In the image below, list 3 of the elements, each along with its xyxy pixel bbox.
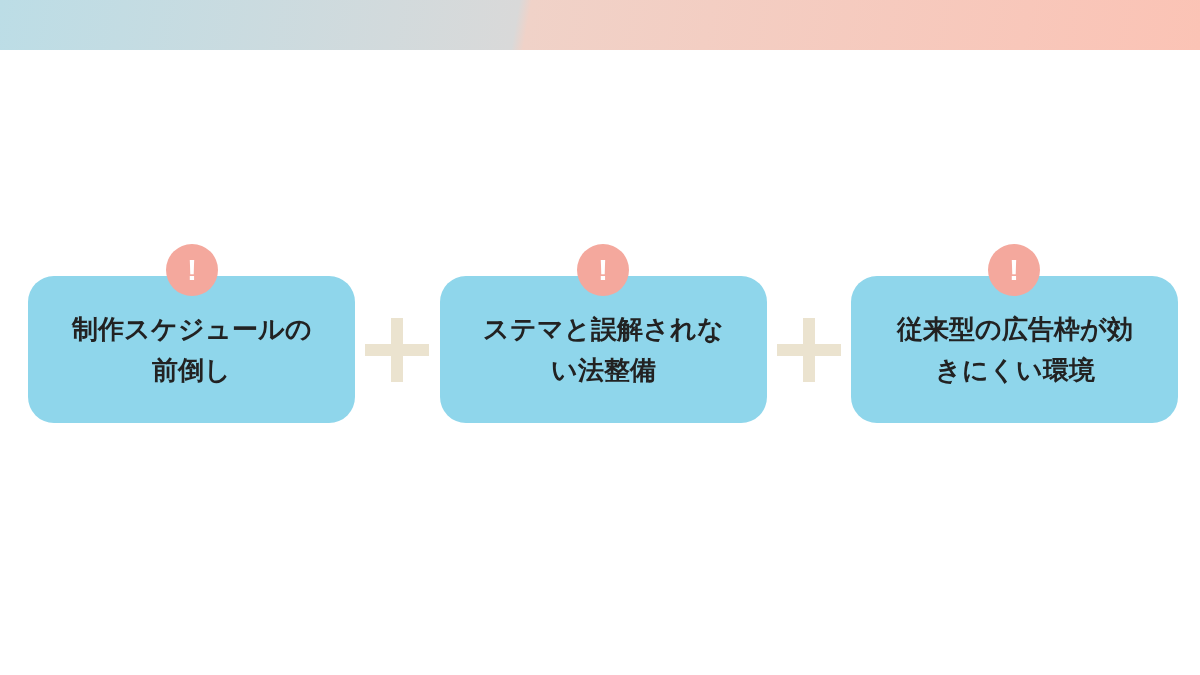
- alert-badge: !: [166, 244, 218, 296]
- alert-badge: !: [988, 244, 1040, 296]
- alert-badge: !: [577, 244, 629, 296]
